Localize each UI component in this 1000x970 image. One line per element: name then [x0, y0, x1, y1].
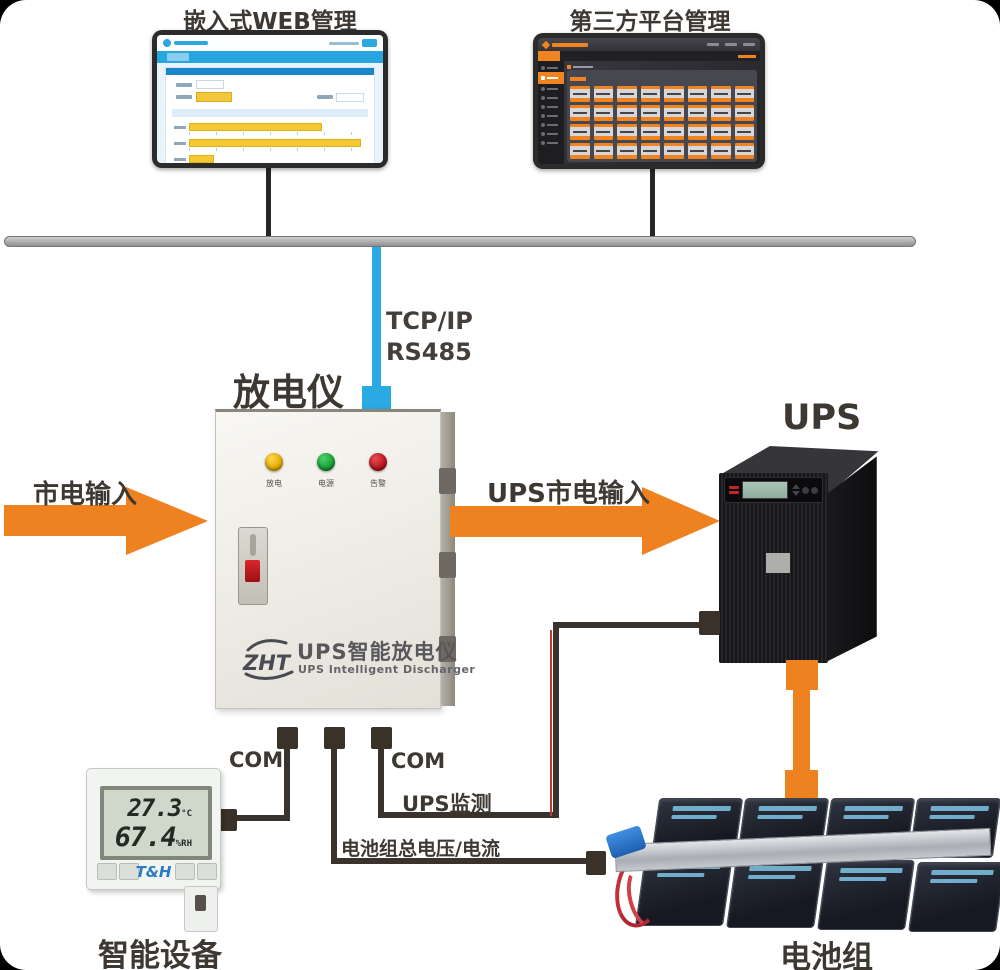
platform-ui-sidebar-active-item — [538, 72, 564, 84]
platform-ui-filter-bar — [570, 73, 754, 84]
cabinet-lock-button — [245, 560, 260, 582]
discharger-name-cn: UPS智能放电仪 — [297, 640, 458, 664]
com-label-left: COM — [229, 748, 284, 772]
web-ui-table-header — [172, 109, 368, 117]
com-label-right: COM — [391, 749, 446, 773]
discharge-indicator-light — [265, 453, 283, 471]
ups-battery-link-top — [786, 660, 818, 690]
platform-ui-screenshot — [538, 38, 760, 164]
ups-tower-side — [826, 456, 877, 662]
platform-ui-header — [538, 38, 760, 51]
platform-ui-battery-panel — [567, 70, 757, 162]
battery-wire-v — [331, 748, 337, 864]
web-monitor-stand — [266, 168, 271, 238]
ups-monitor-wire-red-strand — [550, 630, 552, 816]
ups-panel-buttons — [792, 484, 818, 496]
ups-monitor-wire-v1 — [378, 748, 384, 818]
platform-management-title: 第三方平台管理 — [569, 9, 731, 35]
ups-battery-link-bottom — [785, 770, 818, 800]
temperature-reading: 27.3°C — [127, 794, 192, 822]
discharger-title: 放电仪 — [233, 371, 344, 414]
ups-mains-arrowhead — [642, 487, 720, 555]
ups-control-panel — [724, 477, 823, 503]
th-down-button — [197, 863, 217, 880]
cabinet-lock — [238, 527, 268, 605]
alarm-light-label: 告警 — [370, 479, 386, 488]
discharger-name-en: UPS Intelligent Discharger — [298, 663, 476, 676]
battery-cell — [817, 860, 915, 930]
tcpip-link-arrowhead — [362, 386, 391, 409]
ups-lcd-display — [742, 481, 788, 499]
battery-pack-caption: 电池组 — [780, 940, 873, 970]
cabinet-hinge — [439, 468, 456, 494]
ups-monitor-wire-h2 — [553, 622, 700, 628]
web-ui-bar-2 — [174, 139, 366, 147]
web-ui-bar-1 — [174, 123, 366, 131]
battery-pack — [605, 786, 1000, 934]
alarm-indicator-light — [369, 453, 387, 471]
tcpip-link-line — [372, 247, 381, 386]
web-ui-header — [157, 35, 383, 51]
mains-input-label: 市电输入 — [33, 480, 138, 510]
platform-monitor-stand — [650, 167, 655, 238]
platform-monitor — [533, 33, 765, 169]
ups-monitor-wire-h1 — [378, 812, 559, 818]
power-light-label: 电源 — [318, 479, 334, 488]
th-probe — [184, 886, 218, 932]
ups-label-sticker — [766, 553, 790, 573]
network-bus-bar — [4, 236, 916, 247]
ups-monitor-wire-v2 — [553, 622, 559, 818]
web-ui-content-card — [165, 67, 375, 163]
sensor-plug — [216, 809, 237, 831]
web-ui-login-button — [362, 39, 377, 47]
temp-humidity-meter: 27.3°C 67.4%RH T&H — [86, 768, 221, 890]
ups-title: UPS — [782, 398, 862, 438]
sensor-wire-h — [236, 815, 290, 821]
discharge-light-label: 放电 — [266, 479, 282, 488]
com-port-3 — [371, 727, 392, 749]
com-port-1 — [277, 727, 298, 749]
th-brand: T&H — [135, 863, 172, 881]
web-ui-screenshot — [157, 35, 383, 163]
cabinet-hinge — [439, 552, 456, 578]
battery-wire-h — [331, 858, 588, 864]
mains-input-arrow-shaft — [4, 505, 126, 536]
zht-logo: ZHT — [242, 639, 294, 680]
tcpip-label: TCP/IP RS485 — [386, 307, 473, 366]
ups-brand-mark — [729, 486, 739, 494]
th-menu-button — [97, 863, 117, 880]
battery-plug — [586, 851, 606, 875]
th-lcd-display: 27.3°C 67.4%RH — [100, 786, 212, 860]
web-ui-bar-3 — [174, 155, 366, 163]
ups-mains-arrow-shaft — [450, 506, 642, 537]
zht-logo-text: ZHT — [242, 651, 292, 675]
battery-cell — [726, 858, 824, 928]
battery-voltage-current-label: 电池组总电压/电流 — [341, 838, 500, 860]
battery-cell — [908, 862, 1000, 932]
ups-battery-link-stem — [793, 688, 810, 772]
platform-ui-breadcrumb — [567, 63, 757, 70]
web-monitor — [152, 30, 388, 168]
ups-monitor-label: UPS监测 — [402, 792, 492, 816]
humidity-reading: 67.4%RH — [114, 822, 192, 853]
th-enter-button — [119, 863, 139, 880]
platform-ui-battery-grid — [570, 86, 754, 159]
smart-device-caption: 智能设备 — [98, 938, 222, 970]
ups-mains-input-label: UPS市电输入 — [487, 479, 650, 509]
com-port-2 — [324, 727, 345, 749]
platform-ui-sidebar — [538, 61, 564, 164]
ups-monitor-plug — [699, 611, 720, 635]
power-indicator-light — [317, 453, 335, 471]
platform-ui-logo-icon — [541, 40, 551, 49]
th-up-button — [175, 863, 195, 880]
sensor-wire-v — [284, 748, 290, 820]
web-ui-navbar — [157, 51, 383, 63]
mains-input-arrowhead — [126, 487, 208, 555]
cabinet-hinge — [439, 636, 456, 662]
web-ui-logo-icon — [163, 39, 171, 47]
platform-ui-menubar — [538, 51, 760, 61]
